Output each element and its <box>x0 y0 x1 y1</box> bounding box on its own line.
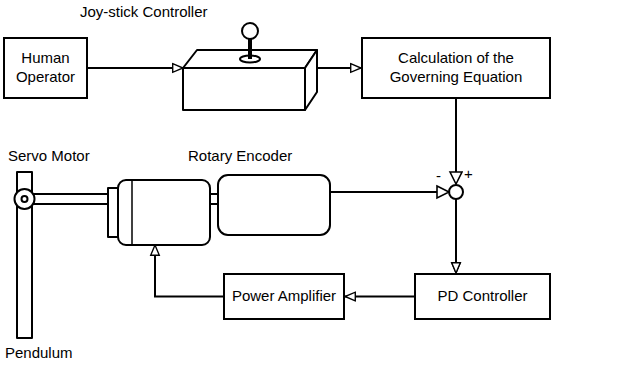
servo-motor: Servo Motor <box>108 180 210 245</box>
motor-seam <box>131 180 133 245</box>
junction-arrowhead <box>450 172 462 184</box>
signal-connector <box>330 192 456 273</box>
box-text: Human Operator <box>11 49 80 87</box>
part-heading: Servo Motor <box>8 147 90 166</box>
signal-sign: - <box>435 168 442 183</box>
process-box: Calculation of the Governing Equation <box>361 37 551 99</box>
summing-junction <box>449 185 463 199</box>
amplifier-box: Power Amplifier <box>223 273 345 320</box>
part-heading: Pendulum <box>5 344 73 363</box>
joystick-controller-outline <box>183 22 317 110</box>
servo-motor-outline <box>108 180 210 245</box>
part-heading: Joy-stick Controller <box>80 3 208 22</box>
pendulum: Pendulum <box>14 172 36 338</box>
box-text: PD Controller <box>437 287 527 306</box>
signal-connector <box>317 67 361 69</box>
part-heading: Rotary Encoder <box>188 147 292 166</box>
signal-connector <box>345 296 414 298</box>
joystick-front <box>183 68 305 110</box>
pendulum-shaft <box>28 194 110 204</box>
signal-connector <box>155 245 223 297</box>
motor-flange <box>108 188 118 237</box>
joystick-side <box>305 50 317 110</box>
signal-connector <box>88 67 183 69</box>
joystick-controller: Joy-stick Controller <box>183 22 317 110</box>
rotary-encoder: Rotary Encoder <box>218 175 330 235</box>
box-text: Power Amplifier <box>232 287 336 306</box>
joystick-knob <box>242 23 258 39</box>
motor-body <box>118 180 210 245</box>
junction-arrowhead <box>437 186 449 198</box>
pendulum-hub <box>15 189 35 209</box>
rotary-encoder-outline <box>218 175 330 235</box>
pendulum-pivot <box>22 196 28 202</box>
operator-box: Human Operator <box>3 37 88 99</box>
controller-box: PD Controller <box>414 273 551 320</box>
pendulum-outline <box>14 172 36 338</box>
signal-sign: + <box>463 166 474 181</box>
box-text: Calculation of the Governing Equation <box>369 49 543 87</box>
encoder-body <box>218 175 330 235</box>
joystick-stick <box>248 38 252 59</box>
